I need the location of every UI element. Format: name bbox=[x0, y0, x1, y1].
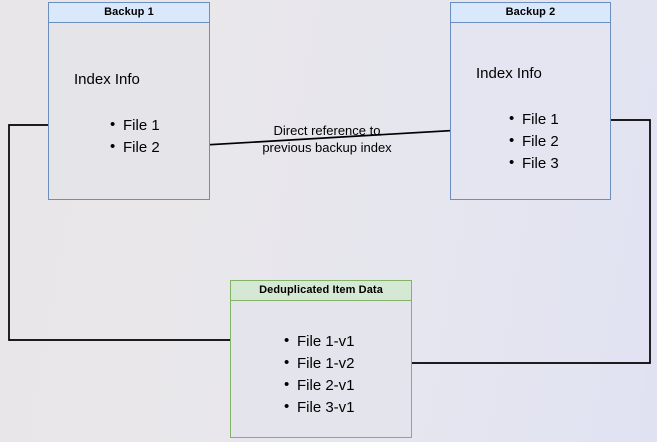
list-item: File 1 bbox=[110, 114, 160, 137]
dedup-file-list: File 1-v1 File 1-v2 File 2-v1 File 3-v1 bbox=[279, 330, 354, 419]
backup-2-file-list: File 1 File 2 File 3 bbox=[504, 108, 559, 175]
node-backup-2-header: Backup 2 bbox=[451, 3, 610, 23]
list-item: File 1-v2 bbox=[284, 352, 354, 375]
list-item: File 3 bbox=[509, 152, 559, 175]
list-item: File 1 bbox=[509, 108, 559, 131]
edge-label-line-1: Direct reference to bbox=[273, 123, 381, 138]
node-backup-2-body: Index Info File 1 File 2 File 3 bbox=[451, 23, 610, 199]
backup-1-file-list: File 1 File 2 bbox=[105, 114, 160, 159]
node-backup-1-body: Index Info File 1 File 2 bbox=[49, 23, 209, 199]
node-backup-1[interactable]: Backup 1 Index Info File 1 File 2 bbox=[48, 2, 210, 200]
list-item: File 1-v1 bbox=[284, 330, 354, 353]
node-dedup-header: Deduplicated Item Data bbox=[231, 281, 411, 301]
node-backup-2[interactable]: Backup 2 Index Info File 1 File 2 File 3 bbox=[450, 2, 611, 200]
node-backup-1-header: Backup 1 bbox=[49, 3, 209, 23]
edge-label-line-2: previous backup index bbox=[262, 140, 392, 155]
list-item: File 2 bbox=[509, 130, 559, 153]
backup-1-index-info-label: Index Info bbox=[74, 71, 140, 88]
list-item: File 2 bbox=[110, 136, 160, 159]
list-item: File 3-v1 bbox=[284, 396, 354, 419]
node-deduplicated-item-data[interactable]: Deduplicated Item Data File 1-v1 File 1-… bbox=[230, 280, 412, 438]
node-dedup-body: File 1-v1 File 1-v2 File 2-v1 File 3-v1 bbox=[231, 301, 411, 437]
backup-2-index-info-label: Index Info bbox=[476, 65, 542, 82]
list-item: File 2-v1 bbox=[284, 374, 354, 397]
edge-label-direct-reference: Direct reference to previous backup inde… bbox=[246, 122, 408, 156]
